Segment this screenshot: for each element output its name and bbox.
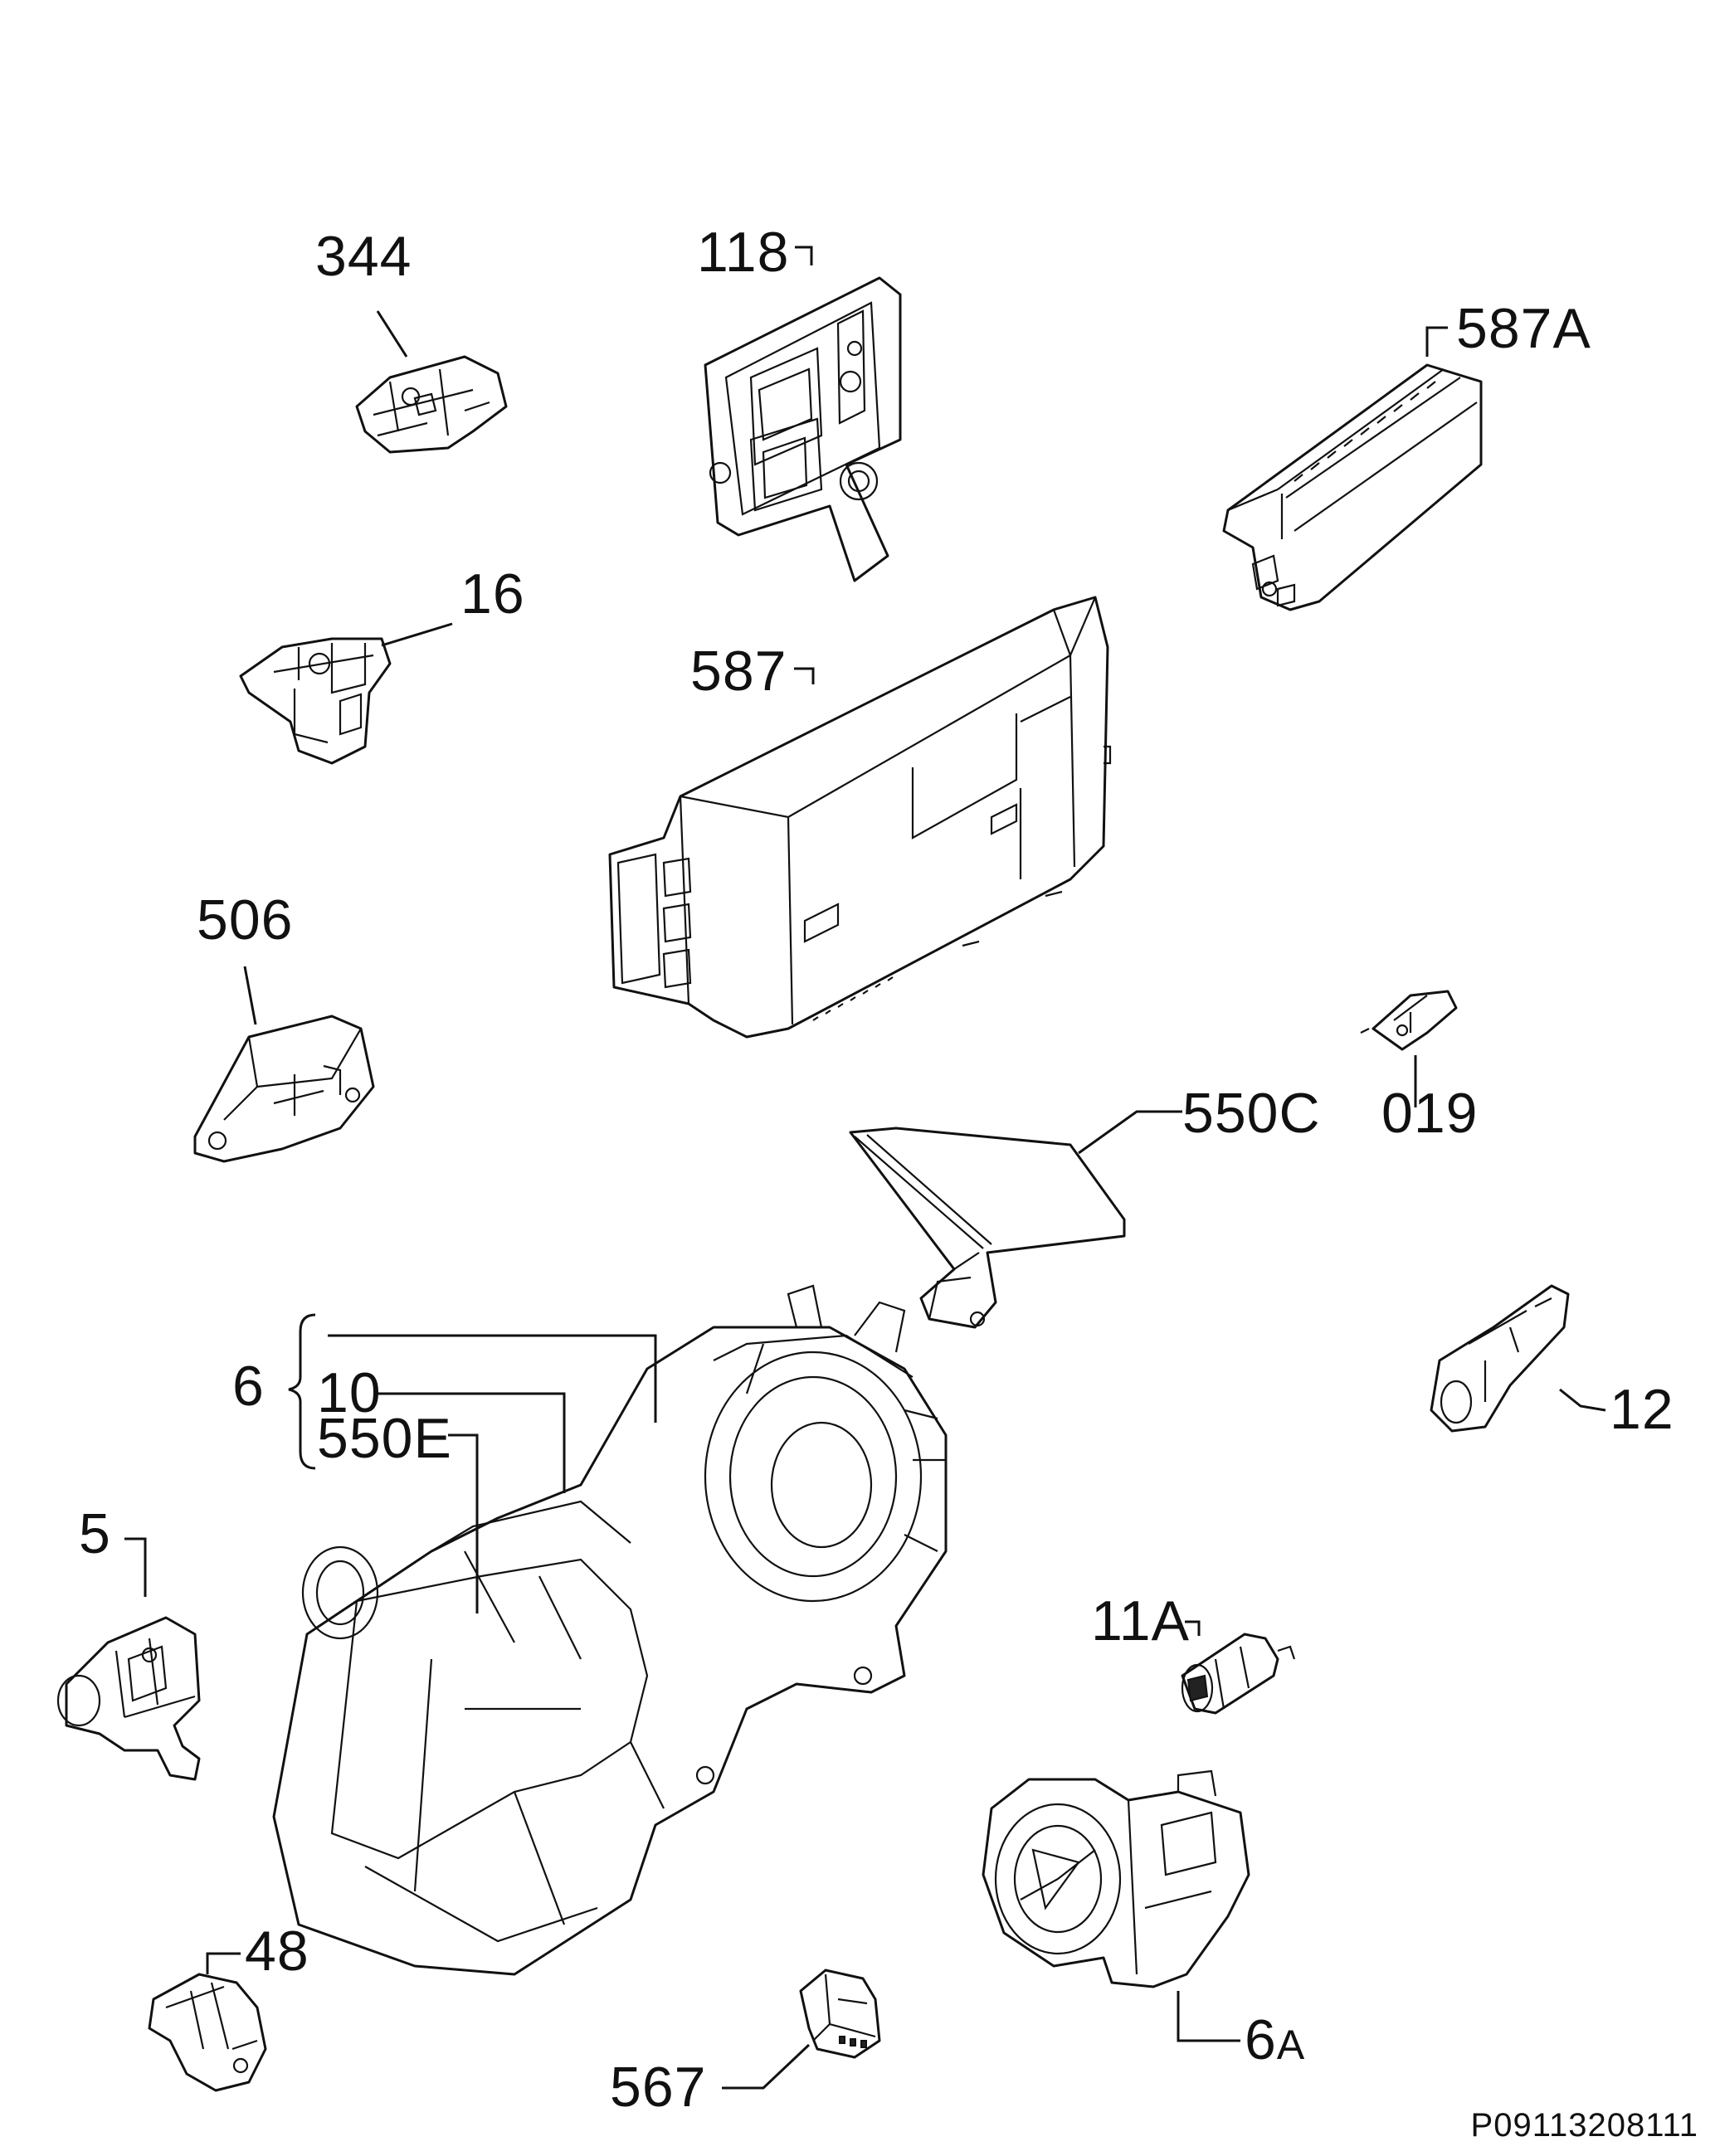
callout-16: 16 [460, 562, 525, 625]
part-550C-duct-cover [849, 1110, 1182, 1329]
callout-11A: 11A [1091, 1589, 1190, 1652]
callout-48: 48 [245, 1920, 309, 1983]
part-48-sensor [148, 1952, 267, 2092]
part-6A-drain-pump [982, 1769, 1250, 2042]
part-16-switch [239, 622, 453, 765]
part-6-blower-assembly [272, 1284, 948, 1976]
document-code: P09113208111 [1470, 2107, 1698, 2144]
callout-550C: 550C [1182, 1082, 1321, 1145]
part-11A-component [1181, 1620, 1296, 1715]
part-5-inlet-valve [56, 1537, 201, 1781]
callout-567: 567 [610, 2056, 707, 2119]
callout-506: 506 [197, 888, 294, 951]
callout-6A-sub: A [1276, 2022, 1306, 2068]
callout-6A: 6A [1245, 2012, 1305, 2068]
callout-344: 344 [315, 225, 412, 288]
callout-550E: 550E [317, 1407, 452, 1470]
part-567-connector [722, 1969, 881, 2090]
callout-6: 6 [232, 1355, 265, 1418]
part-118-control-panel [704, 246, 902, 582]
part-344-latch [355, 310, 508, 454]
callout-10: 10 [317, 1361, 382, 1424]
callout-6A-main: 6 [1245, 2008, 1277, 2071]
part-587A-module [1222, 326, 1483, 611]
part-587-main-control [608, 596, 1112, 1039]
part-019-connector [1360, 990, 1458, 1107]
callout-019: 019 [1381, 1082, 1479, 1145]
callout-12: 12 [1610, 1378, 1674, 1441]
callout-587A: 587A [1456, 297, 1591, 360]
part-506-dispenser-lid [193, 966, 375, 1163]
callout-5: 5 [79, 1502, 111, 1565]
part-12-sensor [1430, 1284, 1606, 1433]
callout-118: 118 [697, 221, 790, 284]
callout-587: 587 [690, 640, 787, 703]
